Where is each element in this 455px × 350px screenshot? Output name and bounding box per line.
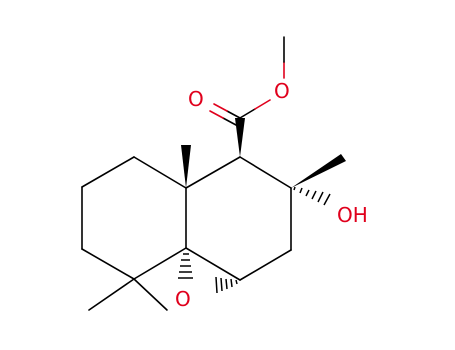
bond-gem-methyl-right <box>133 278 168 311</box>
bond-c1-c2 <box>133 156 187 189</box>
bond-ester-c-o-red <box>254 99 271 110</box>
hashed-bond-epoxide-right <box>215 276 238 294</box>
wedge-c8-methyl <box>291 154 346 188</box>
bond-carbonyl-a <box>226 110 241 119</box>
bond-epoxide-cc <box>185 247 241 281</box>
label-carbonyl-oxygen: O <box>188 87 204 111</box>
bond-c9-c10 <box>239 249 292 281</box>
bond-carbonyl-b <box>222 117 237 126</box>
ring-bonds <box>81 156 292 311</box>
ester-bonds <box>209 36 285 126</box>
bond-c4-c5 <box>81 248 135 280</box>
label-hydroxyl: OH <box>337 203 368 227</box>
wedge-bonds <box>181 118 346 188</box>
bond-ester-c-o <box>239 108 256 119</box>
bond-c1-c7 <box>185 156 241 189</box>
label-epoxide-oxygen: O <box>175 287 191 311</box>
hashed-bond-epoxide-left <box>178 253 193 279</box>
wedge-ester-carbon <box>235 118 245 157</box>
bond-c7-c8 <box>239 156 292 189</box>
bond-gem-methyl-left <box>88 278 135 311</box>
label-ester-oxygen: O <box>274 79 290 103</box>
wedge-angular-methyl <box>181 145 191 188</box>
bond-c2-c3 <box>81 156 135 188</box>
bond-c5-c6 <box>133 247 187 280</box>
atom-labels: O O OH O <box>175 79 368 311</box>
bond-carbonyl-b-red <box>209 110 224 119</box>
hashed-bond-oh <box>293 186 331 206</box>
bond-carbonyl-a-red <box>213 103 228 112</box>
